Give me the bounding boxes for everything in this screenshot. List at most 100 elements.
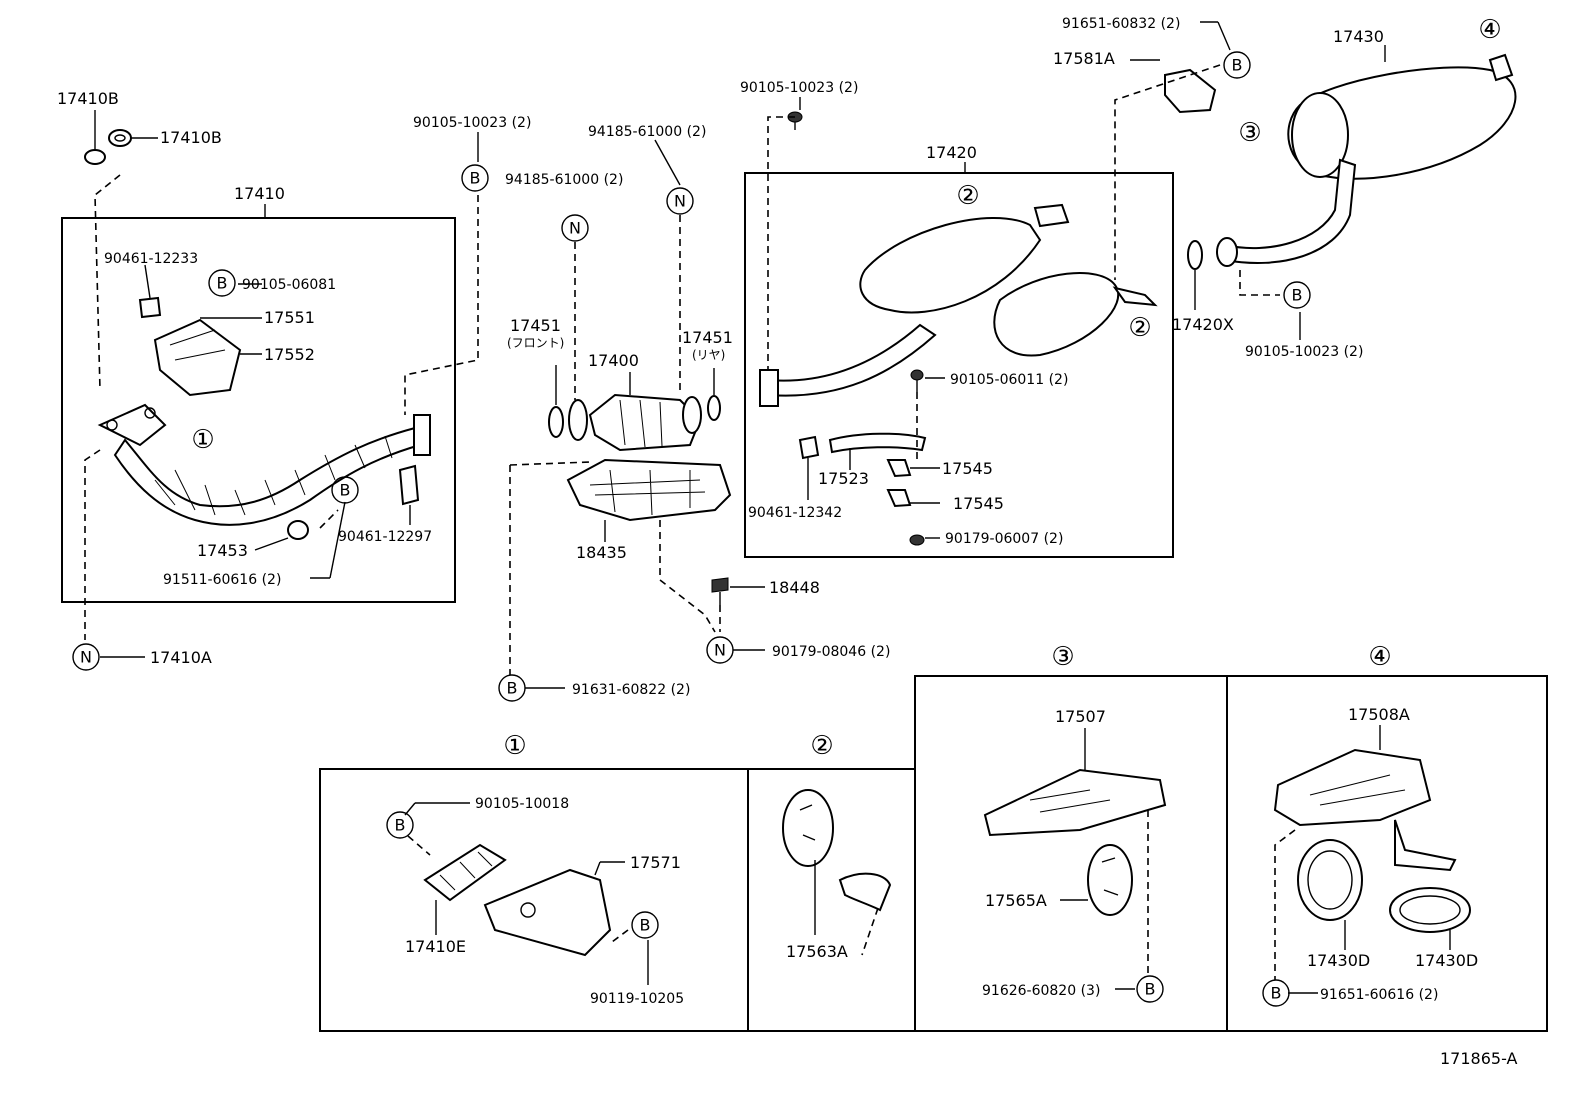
detail-heading-4: ④	[1368, 642, 1391, 672]
label-90105-10023-center: 90105-10023 (2)	[740, 80, 858, 96]
label-91651-60832: 91651-60832 (2)	[1062, 16, 1180, 32]
dashed-connection-lines	[84, 64, 1296, 980]
callout-2: ②	[1128, 313, 1151, 343]
label-17565a: 17565A	[985, 891, 1047, 910]
marker-b: B	[1232, 56, 1243, 75]
clamp-17545-b	[886, 489, 912, 508]
label-90105-10023-front: 90105-10023 (2)	[413, 115, 531, 131]
label-94185-61000-lower: 94185-61000 (2)	[505, 172, 623, 188]
marker-b: B	[1292, 286, 1303, 305]
insulator-17410e	[423, 843, 507, 902]
label-18448: 18448	[769, 578, 820, 597]
marker-b: B	[217, 274, 228, 293]
label-17523: 17523	[818, 469, 869, 488]
clamp-17453	[287, 520, 309, 540]
label-94185-61000-upper: 94185-61000 (2)	[588, 124, 706, 140]
bracket-17552	[138, 296, 242, 397]
marker-b: B	[395, 816, 406, 835]
support-17565a	[1087, 844, 1133, 916]
nut-90179-06007	[909, 534, 925, 546]
marker-n: N	[80, 648, 92, 667]
center-pipe-assy-17420	[759, 203, 1158, 407]
label-91511-60616: 91511-60616 (2)	[163, 572, 281, 588]
marker-n: N	[674, 192, 686, 211]
label-17451-front: 17451	[510, 316, 561, 335]
marker-b: B	[470, 169, 481, 188]
label-91651-60616: 91651-60616 (2)	[1320, 987, 1438, 1003]
label-17545-b: 17545	[953, 494, 1004, 513]
detail-heading-3: ③	[1051, 642, 1074, 672]
detail-box-3	[914, 675, 1228, 1032]
label-90461-12297: 90461-12297	[338, 529, 432, 545]
gasket-17451-front	[548, 406, 564, 438]
bolt-90105-10023-center	[787, 111, 803, 130]
label-17400: 17400	[588, 351, 639, 370]
label-17508a: 17508A	[1348, 705, 1410, 724]
label-17545-a: 17545	[942, 459, 993, 478]
label-90105-10018: 90105-10018	[475, 796, 569, 812]
label-17410: 17410	[234, 184, 285, 203]
leader-lines	[94, 21, 1451, 994]
label-17420x: 17420X	[1172, 315, 1234, 334]
label-18435: 18435	[576, 543, 627, 562]
label-17410b: 17410B	[160, 128, 222, 147]
label-17410a: 17410A	[150, 648, 212, 667]
label-17451-front-sub: (フロント)	[507, 336, 564, 350]
clip-90461-12342	[798, 435, 820, 460]
gasket-17451-rear	[707, 395, 721, 421]
marker-b: B	[1271, 984, 1282, 1003]
marker-b: B	[640, 916, 651, 935]
bolt-90105-06011	[910, 369, 924, 392]
heat-shield-18435	[566, 458, 732, 522]
label-17420: 17420	[926, 143, 977, 162]
marker-b: B	[1145, 980, 1156, 999]
sensor-18448	[711, 577, 729, 605]
label-17430: 17430	[1333, 27, 1384, 46]
front-exhaust-pipe	[97, 403, 431, 526]
label-17410b-top: 17410B	[57, 89, 119, 108]
marker-n: N	[569, 219, 581, 238]
diagram-id: 171865-A	[1440, 1049, 1518, 1068]
label-90461-12342: 90461-12342	[748, 505, 842, 521]
detail-heading-2: ②	[810, 731, 833, 761]
support-ring-17430d-a	[1297, 839, 1363, 921]
gasket-17410b-pair	[84, 129, 132, 165]
label-90179-08046: 90179-08046 (2)	[772, 644, 890, 660]
label-17410e: 17410E	[405, 937, 466, 956]
bracket-17508a	[1273, 748, 1457, 872]
label-90119-10205: 90119-10205	[590, 991, 684, 1007]
callout-1: ①	[191, 425, 214, 455]
label-17563a: 17563A	[786, 942, 848, 961]
label-90105-06081: 90105-06081	[242, 277, 336, 293]
label-17430d-a: 17430D	[1307, 951, 1370, 970]
label-17451-rear-sub: (リヤ)	[692, 348, 725, 362]
label-17430d-b: 17430D	[1415, 951, 1478, 970]
detail-box-2	[747, 768, 916, 1032]
clamp-17523	[828, 432, 927, 454]
label-17551: 17551	[264, 308, 315, 327]
label-90179-06007: 90179-06007 (2)	[945, 531, 1063, 547]
label-17552: 17552	[264, 345, 315, 364]
detail-heading-1: ①	[503, 731, 526, 761]
label-90461-12233: 90461-12233	[104, 251, 198, 267]
bracket-90461-12297	[398, 464, 420, 506]
marker-b: B	[507, 679, 518, 698]
label-17571: 17571	[630, 853, 681, 872]
callout-4: ④	[1478, 15, 1501, 45]
gasket-17420x	[1187, 240, 1203, 270]
group-box-17420	[744, 172, 1174, 558]
detail-box-4	[1226, 675, 1548, 1032]
clamp-17581a	[1164, 68, 1217, 114]
bracket-17571	[483, 868, 612, 957]
group-box-17410	[61, 217, 456, 603]
bracket-17507	[983, 768, 1167, 837]
support-ring-17430d-b	[1389, 887, 1471, 933]
label-17453: 17453	[197, 541, 248, 560]
marker-n: N	[714, 641, 726, 660]
marker-b: B	[340, 481, 351, 500]
label-91631-60822: 91631-60822 (2)	[572, 682, 690, 698]
callout-2: ②	[956, 181, 979, 211]
label-91626-60820: 91626-60820 (3)	[982, 983, 1100, 999]
label-17507: 17507	[1055, 707, 1106, 726]
